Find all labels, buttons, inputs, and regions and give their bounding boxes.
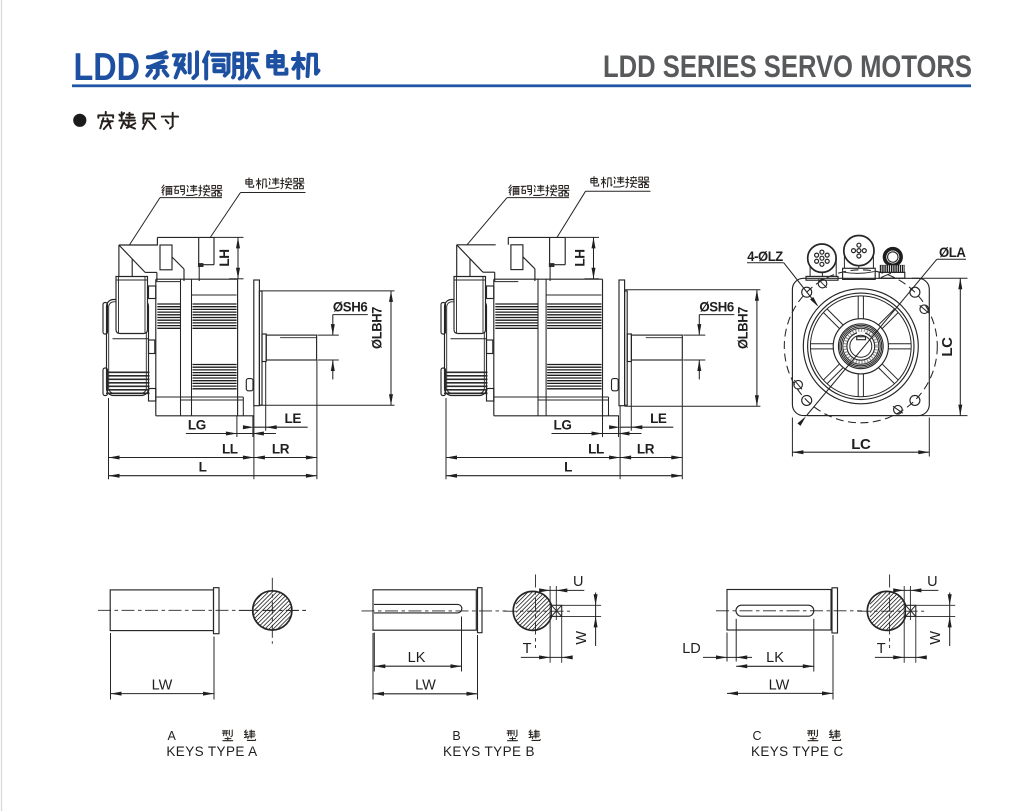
svg-text:ØLBH7: ØLBH7: [369, 306, 385, 349]
svg-text:LW: LW: [415, 678, 436, 694]
svg-text:U: U: [573, 574, 583, 590]
svg-text:LW: LW: [152, 678, 173, 694]
svg-text:LC: LC: [939, 337, 956, 357]
svg-text:LDD SERIES SERVO MOTORS: LDD SERIES SERVO MOTORS: [603, 48, 972, 84]
svg-text:LK: LK: [766, 650, 784, 666]
svg-text:LR: LR: [637, 442, 655, 457]
svg-text:LE: LE: [650, 411, 667, 426]
svg-text:W: W: [928, 631, 944, 645]
svg-text:LE: LE: [284, 411, 301, 426]
svg-text:KEYS TYPE C: KEYS TYPE C: [751, 744, 844, 759]
svg-text:LL: LL: [588, 442, 604, 457]
svg-text:KEYS TYPE A: KEYS TYPE A: [166, 744, 257, 759]
svg-text:LC: LC: [851, 436, 871, 453]
svg-text:A: A: [168, 729, 177, 743]
svg-text:ØSH6: ØSH6: [699, 298, 734, 314]
svg-text:C: C: [752, 729, 761, 743]
svg-text:LL: LL: [222, 442, 238, 457]
svg-text:B: B: [452, 729, 460, 743]
svg-text:KEYS TYPE B: KEYS TYPE B: [443, 744, 535, 759]
svg-text:LDD: LDD: [74, 46, 141, 89]
svg-text:LW: LW: [769, 677, 790, 693]
svg-text:LR: LR: [272, 442, 290, 457]
svg-text:ØSH6: ØSH6: [333, 298, 368, 314]
svg-text:LG: LG: [554, 418, 572, 433]
svg-text:W: W: [574, 631, 590, 645]
svg-text:U: U: [927, 574, 937, 590]
svg-text:LG: LG: [188, 418, 206, 433]
svg-text:4-ØLZ: 4-ØLZ: [747, 248, 783, 264]
svg-text:LK: LK: [408, 650, 426, 666]
svg-text:ØLA: ØLA: [939, 244, 966, 260]
svg-text:T: T: [523, 641, 532, 657]
svg-text:L: L: [564, 460, 572, 475]
svg-text:LD: LD: [682, 641, 701, 657]
svg-text:LH: LH: [573, 249, 588, 266]
svg-text:ØLBH7: ØLBH7: [734, 306, 750, 349]
svg-text:T: T: [877, 641, 886, 657]
svg-text:L: L: [199, 460, 207, 475]
svg-text:LH: LH: [217, 249, 232, 266]
